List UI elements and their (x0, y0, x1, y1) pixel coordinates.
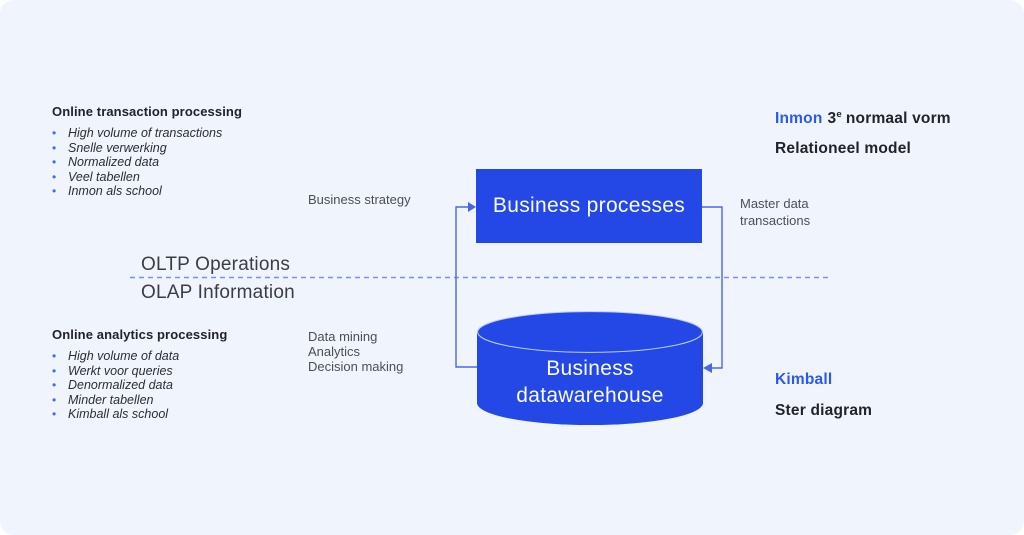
bullet-icon: • (52, 155, 57, 170)
star-diagram-annotation: Ster diagram (775, 402, 873, 419)
olap-list-title: Online analytics processing (52, 327, 228, 342)
normal-form-superscript: e (836, 109, 842, 120)
olap-activities-label: Data mining Analytics Decision making (308, 329, 404, 374)
list-item-label: High volume of transactions (68, 126, 223, 140)
olap-feature-list: Online analytics processing • High volume… (52, 327, 342, 422)
cylinder-shape (477, 311, 703, 425)
master-data-line2: transactions (740, 213, 811, 228)
kimball-annotation: Kimball (775, 371, 833, 388)
list-item: • Kimball als school (52, 407, 342, 422)
warehouse-node-label: Business datawarehouse (477, 355, 703, 409)
list-item-label: Kimball als school (68, 407, 169, 422)
olap-zone-label: OLAP Information (141, 281, 295, 303)
list-item: • Normalized data (52, 155, 342, 170)
warehouse-to-process-connector (455, 206, 477, 368)
oltp-zone-label: OLTP Operations (141, 254, 291, 275)
inmon-name: Inmon (775, 110, 823, 128)
list-item-label: Snelle verwerking (68, 140, 167, 155)
warehouse-label-line2: datawarehouse (516, 384, 664, 407)
business-datawarehouse-node: Business datawarehouse (477, 311, 703, 427)
oltp-list-title: Online transaction processing (52, 104, 242, 119)
warehouse-label-line1: Business (546, 357, 634, 380)
divider-zone-labels: OLTP Operations OLAP Information (141, 251, 295, 306)
list-item-label: Denormalized data (68, 378, 173, 393)
list-item-label: High volume of data (68, 349, 180, 363)
business-processes-node: Business processes (476, 169, 702, 243)
normal-form-number: 3 (827, 110, 837, 128)
process-to-warehouse-connector (702, 206, 723, 369)
normal-form-text: normaal vorm (845, 110, 951, 128)
business-strategy-label: Business strategy (308, 192, 411, 207)
list-item-label: Werkt voor queries (68, 363, 173, 378)
relational-model-annotation: Relationeel model (775, 140, 912, 157)
list-item: • Inmon als school (52, 184, 342, 199)
bullet-icon: • (52, 349, 57, 363)
bullet-icon: • (52, 126, 57, 140)
list-item: • Snelle verwerking (52, 141, 342, 156)
list-item-label: Veel tabellen (68, 169, 140, 184)
list-item: • Minder tabellen (52, 393, 342, 408)
olap-activity-item: Data mining (308, 329, 378, 344)
list-item: • High volume of data (52, 349, 342, 364)
list-item: • High volume of transactions (52, 126, 342, 141)
master-data-line1: Master data (740, 196, 809, 211)
bullet-icon: • (52, 392, 57, 407)
bullet-icon: • (52, 140, 57, 155)
oltp-feature-list: Online transaction processing • High volu… (52, 104, 342, 199)
arrowhead-into-process (468, 202, 476, 212)
bullet-icon: • (52, 378, 57, 393)
olap-activity-item: Analytics (308, 343, 361, 359)
list-item-label: Inmon als school (68, 184, 162, 199)
olap-activity-item: Decision making (308, 358, 404, 374)
arrowhead-into-warehouse (703, 363, 712, 373)
list-item-label: Normalized data (68, 155, 160, 170)
list-item-label: Minder tabellen (68, 392, 154, 407)
master-data-transactions-label: Master data transactions (740, 195, 810, 229)
bullet-icon: • (52, 363, 57, 378)
bullet-icon: • (52, 184, 57, 199)
bullet-icon: • (52, 169, 57, 184)
list-item: • Werkt voor queries (52, 364, 342, 379)
list-item: • Denormalized data (52, 378, 342, 393)
list-item: • Veel tabellen (52, 170, 342, 185)
bullet-icon: • (52, 407, 57, 422)
